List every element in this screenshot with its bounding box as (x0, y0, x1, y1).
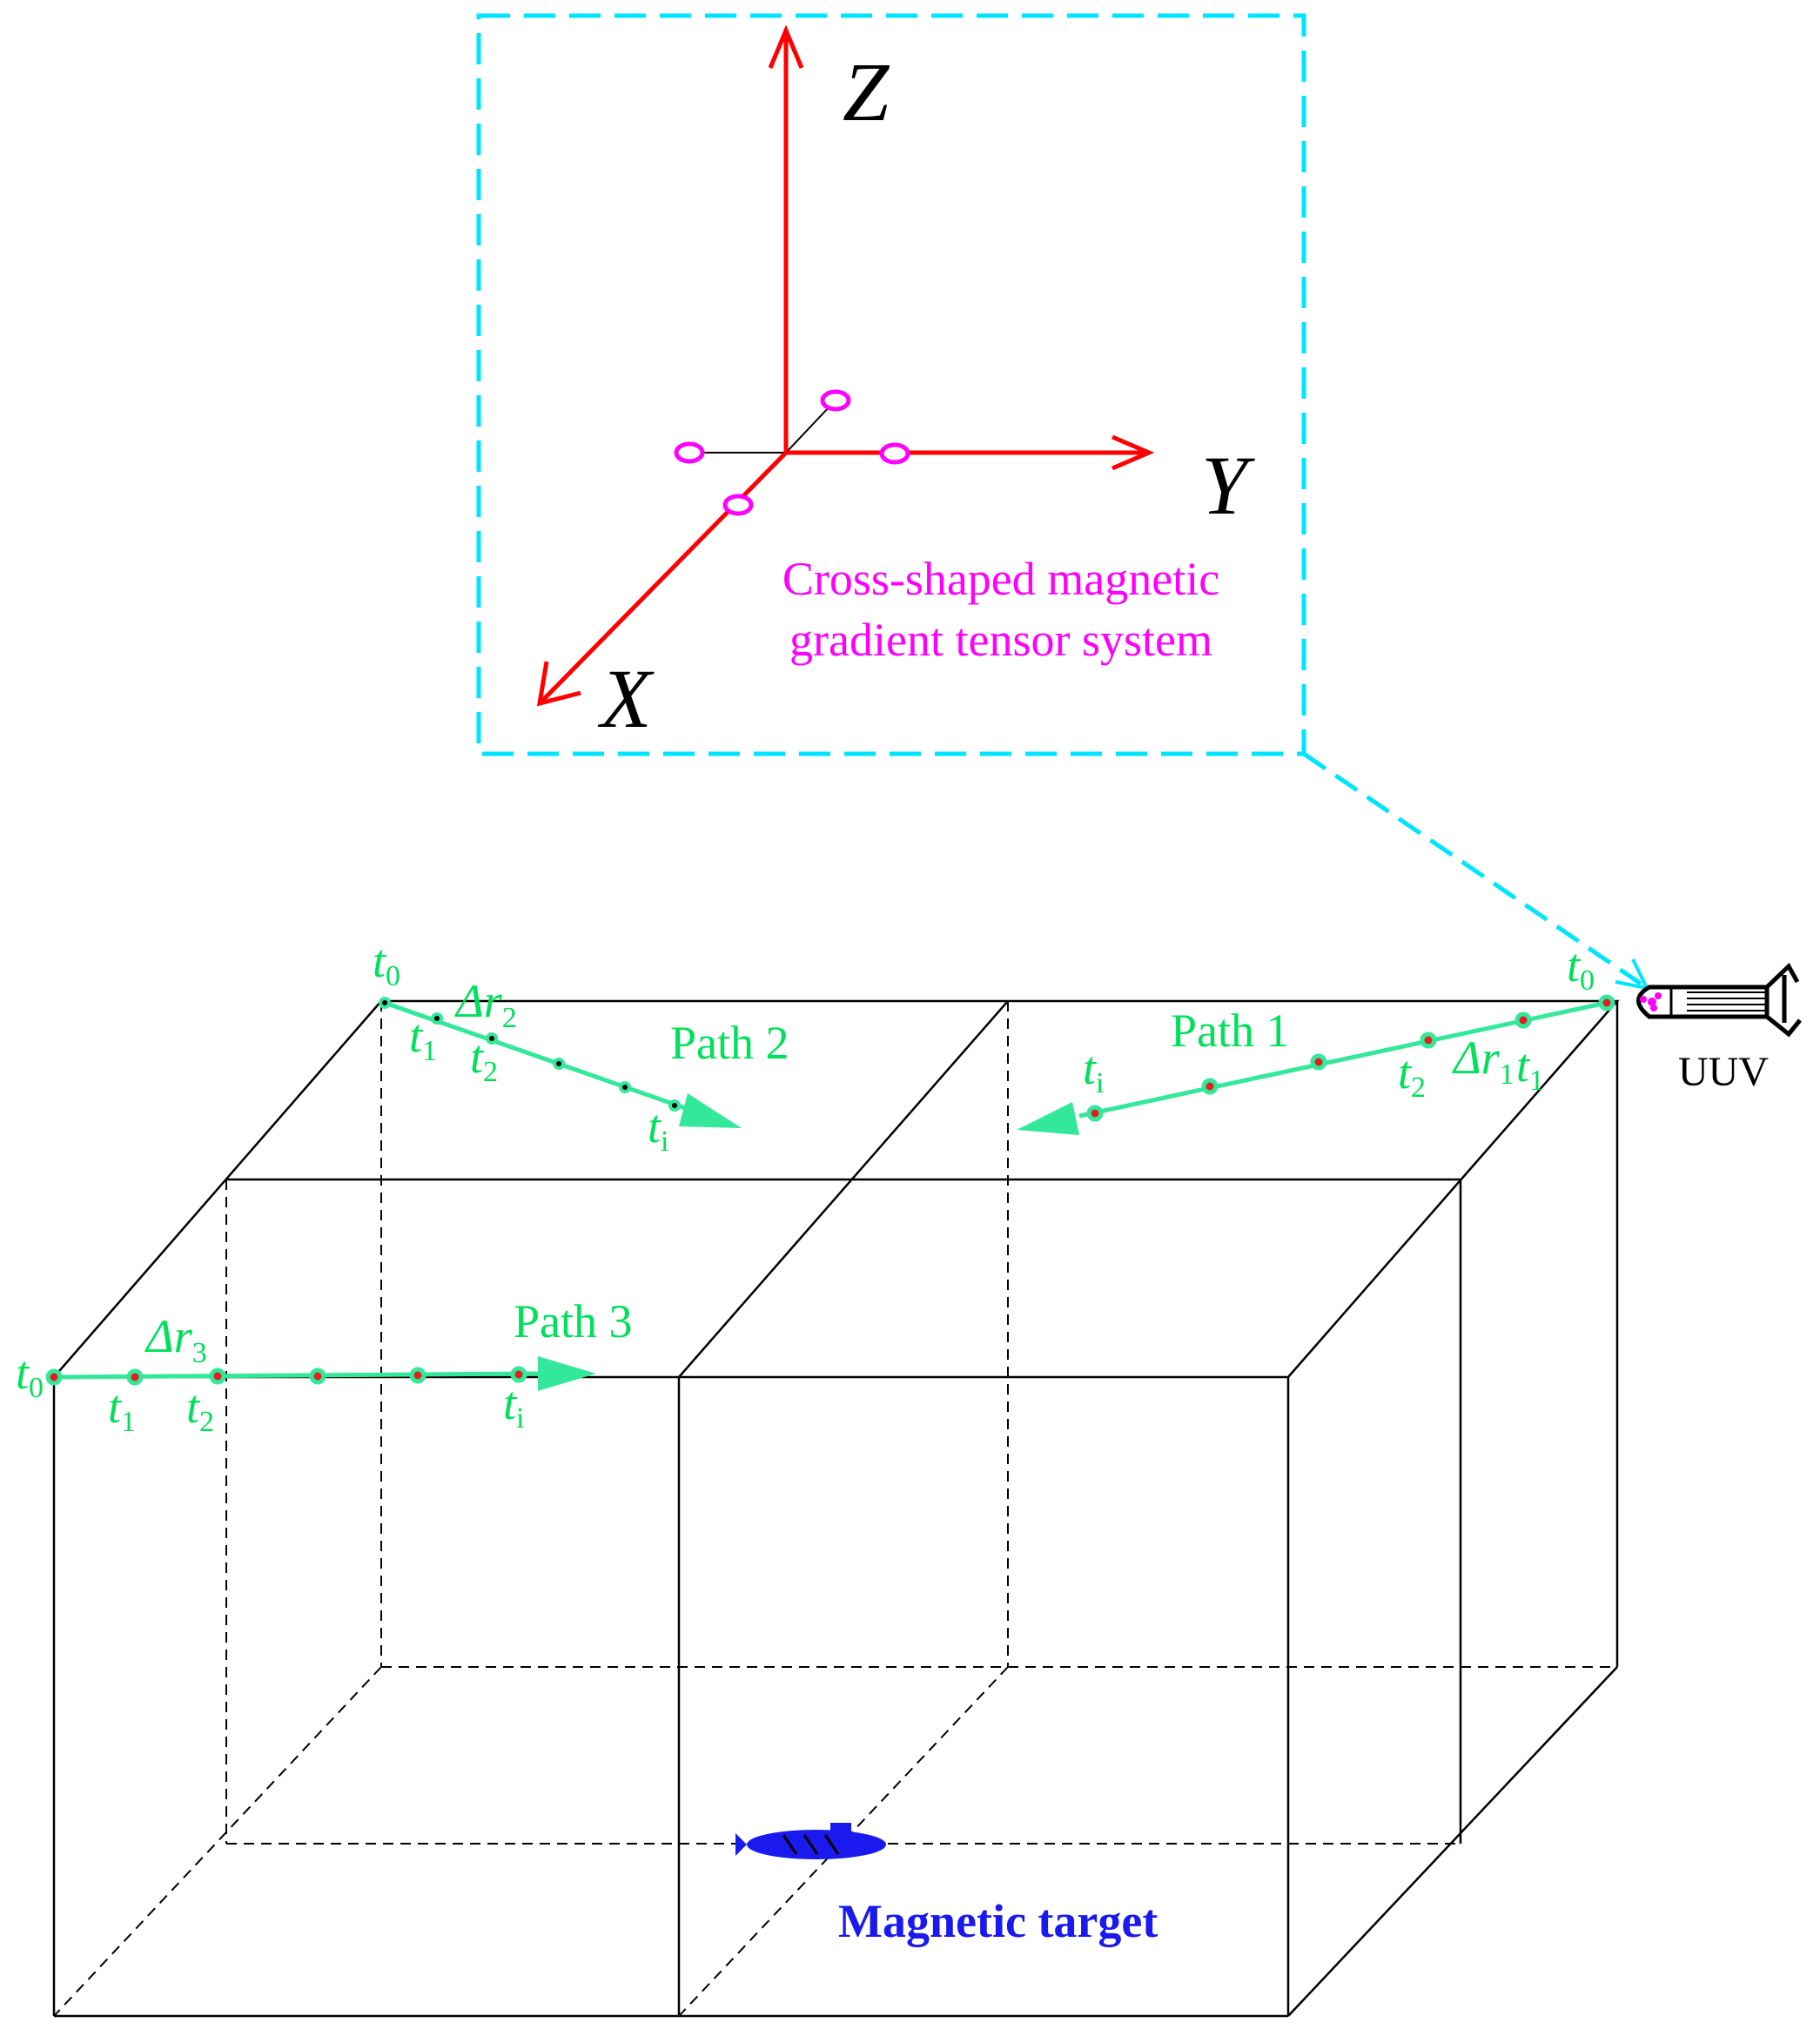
path-3-label: Path 3 (514, 1295, 633, 1347)
path-3-point-t0 (45, 1368, 63, 1386)
path-1-point (1310, 1053, 1327, 1071)
path-2-point-t0 (379, 997, 391, 1009)
path-1-label: Path 1 (1171, 1005, 1290, 1057)
path-3-point-t2 (209, 1368, 226, 1385)
x-axis-label: X (597, 652, 655, 745)
path-2-t1-label: t1 (409, 1010, 437, 1067)
path-2-point-ti (668, 1099, 681, 1112)
path-3-t2-label: t2 (186, 1381, 214, 1438)
path-1-ti-label: ti (1083, 1042, 1104, 1099)
sensor-ring-left (674, 441, 705, 464)
inset-panel: Z Y X Cross-shaped magnetic gradient ten… (476, 13, 1306, 756)
path-3-t0-label: t0 (16, 1347, 44, 1404)
z-axis-arrow (768, 24, 804, 453)
path-3-delta-label: Δr3 (144, 1310, 207, 1369)
path-3-point (409, 1367, 426, 1384)
path-3-point-ti (510, 1366, 527, 1383)
path-1-t1-label: t1 (1516, 1039, 1544, 1097)
path-2-label: Path 2 (670, 1017, 789, 1069)
magnetic-target-label: Magnetic target (838, 1895, 1158, 1947)
path-2-point (619, 1081, 631, 1093)
path-3-point-t1 (126, 1368, 144, 1386)
path-2-delta-label: Δr2 (454, 975, 517, 1034)
y-axis-arrow (786, 434, 1155, 471)
path-2-trajectory (379, 997, 742, 1128)
path-1-trajectory (1017, 994, 1615, 1135)
sensor-ring-back (820, 389, 851, 412)
path-1-point-ti (1086, 1105, 1104, 1122)
x-axis-arrow (536, 451, 788, 707)
sensor-caption-line1: Cross-shaped magnetic (782, 553, 1219, 605)
path-1-point (1201, 1078, 1219, 1095)
path-1-point-t1 (1514, 1011, 1532, 1029)
path-2-point-t1 (431, 1012, 443, 1025)
y-axis-label: Y (1201, 439, 1255, 532)
sensor-caption-line2: gradient tensor system (789, 614, 1212, 666)
path-3-point (309, 1368, 326, 1385)
search-volume-box (51, 999, 1620, 2018)
path-1-t2-label: t2 (1398, 1046, 1426, 1104)
magnetic-target-submarine (735, 1823, 886, 1859)
path-1-point-t2 (1420, 1032, 1437, 1049)
path-2-ti-label: ti (648, 1100, 668, 1158)
path-2-point-t2 (486, 1032, 498, 1045)
path-2-t2-label: t2 (470, 1031, 498, 1088)
sensor-ring-front (722, 494, 754, 516)
uuv-icon (1636, 962, 1802, 1038)
path-2-t0-label: t0 (373, 935, 400, 992)
uuv-label: UUV (1678, 1049, 1769, 1095)
path-2-point (553, 1058, 565, 1070)
inset-pointer-arrow (1302, 751, 1650, 991)
path-1-t0-label: t0 (1567, 939, 1595, 997)
path-1-point-t0 (1598, 994, 1615, 1011)
inset-border (476, 13, 1306, 756)
path-3-trajectory (45, 1356, 596, 1391)
path-3-ti-label: ti (503, 1377, 524, 1435)
path-1-delta-label: Δr1 (1452, 1032, 1514, 1091)
path-3-t1-label: t1 (108, 1381, 136, 1438)
sensor-ring-right (879, 442, 910, 465)
z-axis-label: Z (843, 45, 890, 138)
